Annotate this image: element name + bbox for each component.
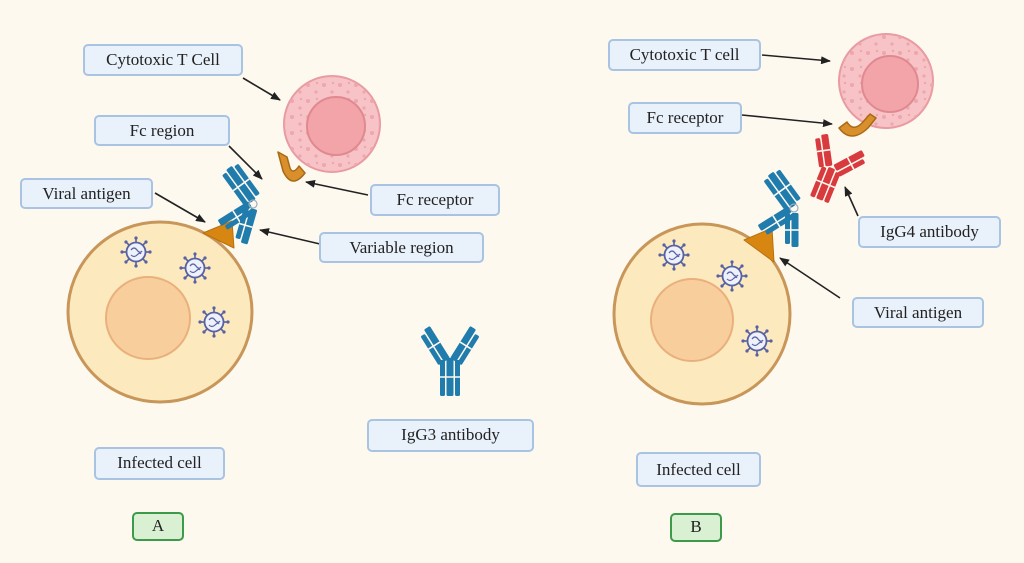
arrow-a-t-cell <box>242 77 281 101</box>
label-a-variable-region: Variable region <box>319 232 484 263</box>
arrow-b-t-cell <box>761 54 831 65</box>
label-a-cytotoxic-t-cell: Cytotoxic T Cell <box>83 44 243 76</box>
panel-a-fc-receptor-shape <box>277 151 306 182</box>
panel-b-t-cell <box>838 33 934 129</box>
igg3-antibody-icon <box>417 325 483 397</box>
arrow-a-fc-region <box>228 145 263 180</box>
annotation-arrows <box>154 54 859 299</box>
panel-a-tag: A <box>132 512 184 541</box>
panel-a-infected-cell <box>66 220 254 404</box>
virus-icon <box>715 259 749 293</box>
panel-b-viral-antigen-shape <box>743 227 775 263</box>
virus-icon <box>119 235 153 269</box>
label-a-infected-cell: Infected cell <box>94 447 225 480</box>
label-b-fc-receptor: Fc receptor <box>628 102 742 134</box>
label-a-fc-region: Fc region <box>94 115 230 146</box>
virus-icon <box>197 305 231 339</box>
virus-icon <box>178 251 212 285</box>
panel-a-igg3-antibody <box>218 164 260 245</box>
label-b-cytotoxic-t-cell: Cytotoxic T cell <box>608 39 761 71</box>
label-a-fc-receptor: Fc receptor <box>370 184 500 216</box>
panel-b-tag: B <box>670 513 722 542</box>
virus-icon <box>740 324 774 358</box>
arrow-a-fc-receptor <box>305 179 369 196</box>
panel-b-igg3-antibody <box>758 169 801 247</box>
label-b-viral-antigen: Viral antigen <box>852 297 984 328</box>
arrow-a-viral-antigen <box>154 192 206 223</box>
arrow-b-fc-receptor <box>741 114 833 128</box>
label-b-infected-cell: Infected cell <box>636 452 761 487</box>
virus-icon <box>657 238 691 272</box>
arrow-b-viral-antigen <box>779 257 841 299</box>
arrow-a-variable-region <box>259 228 321 245</box>
panel-b-fc-receptor-shape <box>838 113 877 137</box>
label-b-igg4-antibody: IgG4 antibody <box>858 216 1001 248</box>
arrow-b-igg4-antibody <box>844 186 859 217</box>
panel-a-t-cell <box>283 75 381 173</box>
panel-b-igg4-antibody <box>810 134 865 203</box>
panel-b-infected-cell <box>612 222 792 406</box>
label-igg3-antibody: IgG3 antibody <box>367 419 534 452</box>
label-a-viral-antigen: Viral antigen <box>20 178 153 209</box>
